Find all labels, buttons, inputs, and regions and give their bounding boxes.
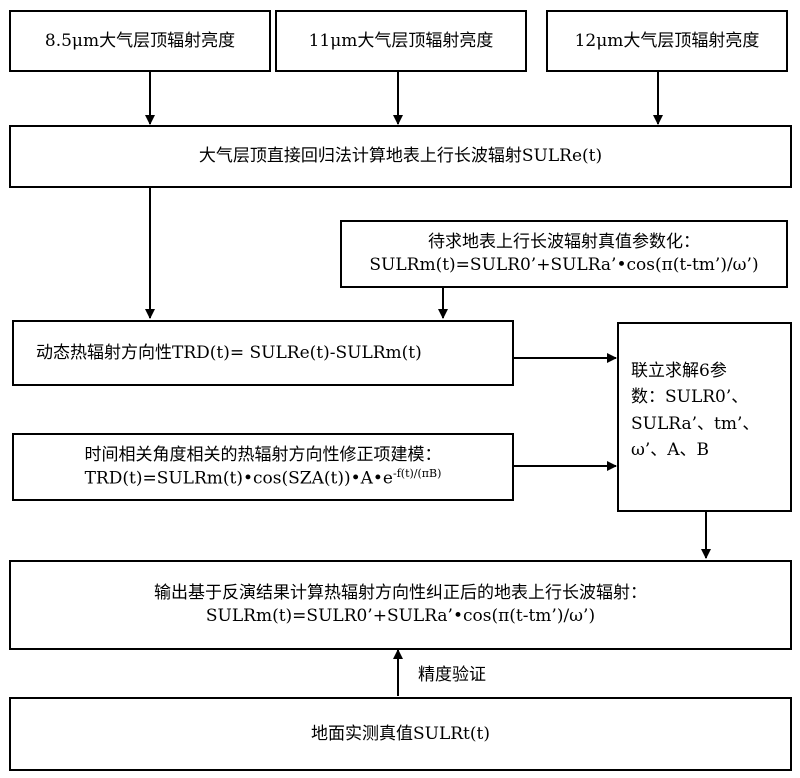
model-box: 时间相关角度相关的热辐射方向性修正项建模： TRD(t)=SULRm(t)•co… bbox=[12, 433, 514, 501]
solve-box: 联立求解6参 数：SULR0’、 SULRa’、tm’、 ω’、A、B bbox=[617, 322, 792, 512]
solve-line-1: 联立求解6参 bbox=[631, 361, 727, 381]
trd-text: 动态热辐射方向性TRD(t)= SULRe(t)-SULRm(t) bbox=[36, 342, 422, 363]
regression-box: 大气层顶直接回归法计算地表上行长波辐射SULRe(t) bbox=[9, 125, 792, 188]
trd-box: 动态热辐射方向性TRD(t)= SULRe(t)-SULRm(t) bbox=[12, 320, 514, 386]
input-box-12um: 12μm大气层顶辐射亮度 bbox=[546, 10, 788, 72]
parameterization-formula: SULRm(t)=SULR0’+SULRa’•cos(π(t-tm’)/ω’) bbox=[369, 255, 759, 275]
input-label-8-5um: 8.5μm大气层顶辐射亮度 bbox=[44, 30, 236, 51]
model-formula: TRD(t)=SULRm(t)•cos(SZA(t))•A•e-f(t)/(πB… bbox=[85, 467, 442, 491]
model-formula-main: TRD(t)=SULRm(t)•cos(SZA(t))•A•e bbox=[84, 468, 393, 489]
ground-truth-box: 地面实测真值SULRt(t) bbox=[9, 697, 792, 771]
solve-line-3: SULRa’、tm’、 bbox=[631, 413, 760, 434]
input-box-11um: 11μm大气层顶辐射亮度 bbox=[275, 10, 527, 72]
solve-line-2: 数：SULR0’、 bbox=[631, 387, 749, 408]
input-box-8-5um: 8.5μm大气层顶辐射亮度 bbox=[9, 10, 271, 72]
output-box: 输出基于反演结果计算热辐射方向性纠正后的地表上行长波辐射： SULRm(t)=S… bbox=[9, 560, 792, 650]
parameterization-box: 待求地表上行长波辐射真值参数化： SULRm(t)=SULR0’+SULRa’•… bbox=[340, 220, 788, 288]
input-label-12um: 12μm大气层顶辐射亮度 bbox=[574, 30, 760, 51]
parameterization-title: 待求地表上行长波辐射真值参数化： bbox=[428, 232, 700, 253]
regression-text: 大气层顶直接回归法计算地表上行长波辐射SULRe(t) bbox=[198, 146, 603, 167]
solve-line-4: ω’、A、B bbox=[631, 440, 710, 461]
validation-label: 精度验证 bbox=[418, 665, 486, 685]
ground-truth-text: 地面实测真值SULRt(t) bbox=[311, 723, 490, 744]
model-formula-exponent: -f(t)/(πB) bbox=[392, 466, 442, 480]
model-title: 时间相关角度相关的热辐射方向性修正项建模： bbox=[84, 444, 442, 465]
input-label-11um: 11μm大气层顶辐射亮度 bbox=[308, 30, 494, 51]
output-title: 输出基于反演结果计算热辐射方向性纠正后的地表上行长波辐射： bbox=[154, 583, 647, 604]
output-formula: SULRm(t)=SULR0’+SULRa’•cos(π(t-tm’)/ω’) bbox=[205, 606, 596, 626]
